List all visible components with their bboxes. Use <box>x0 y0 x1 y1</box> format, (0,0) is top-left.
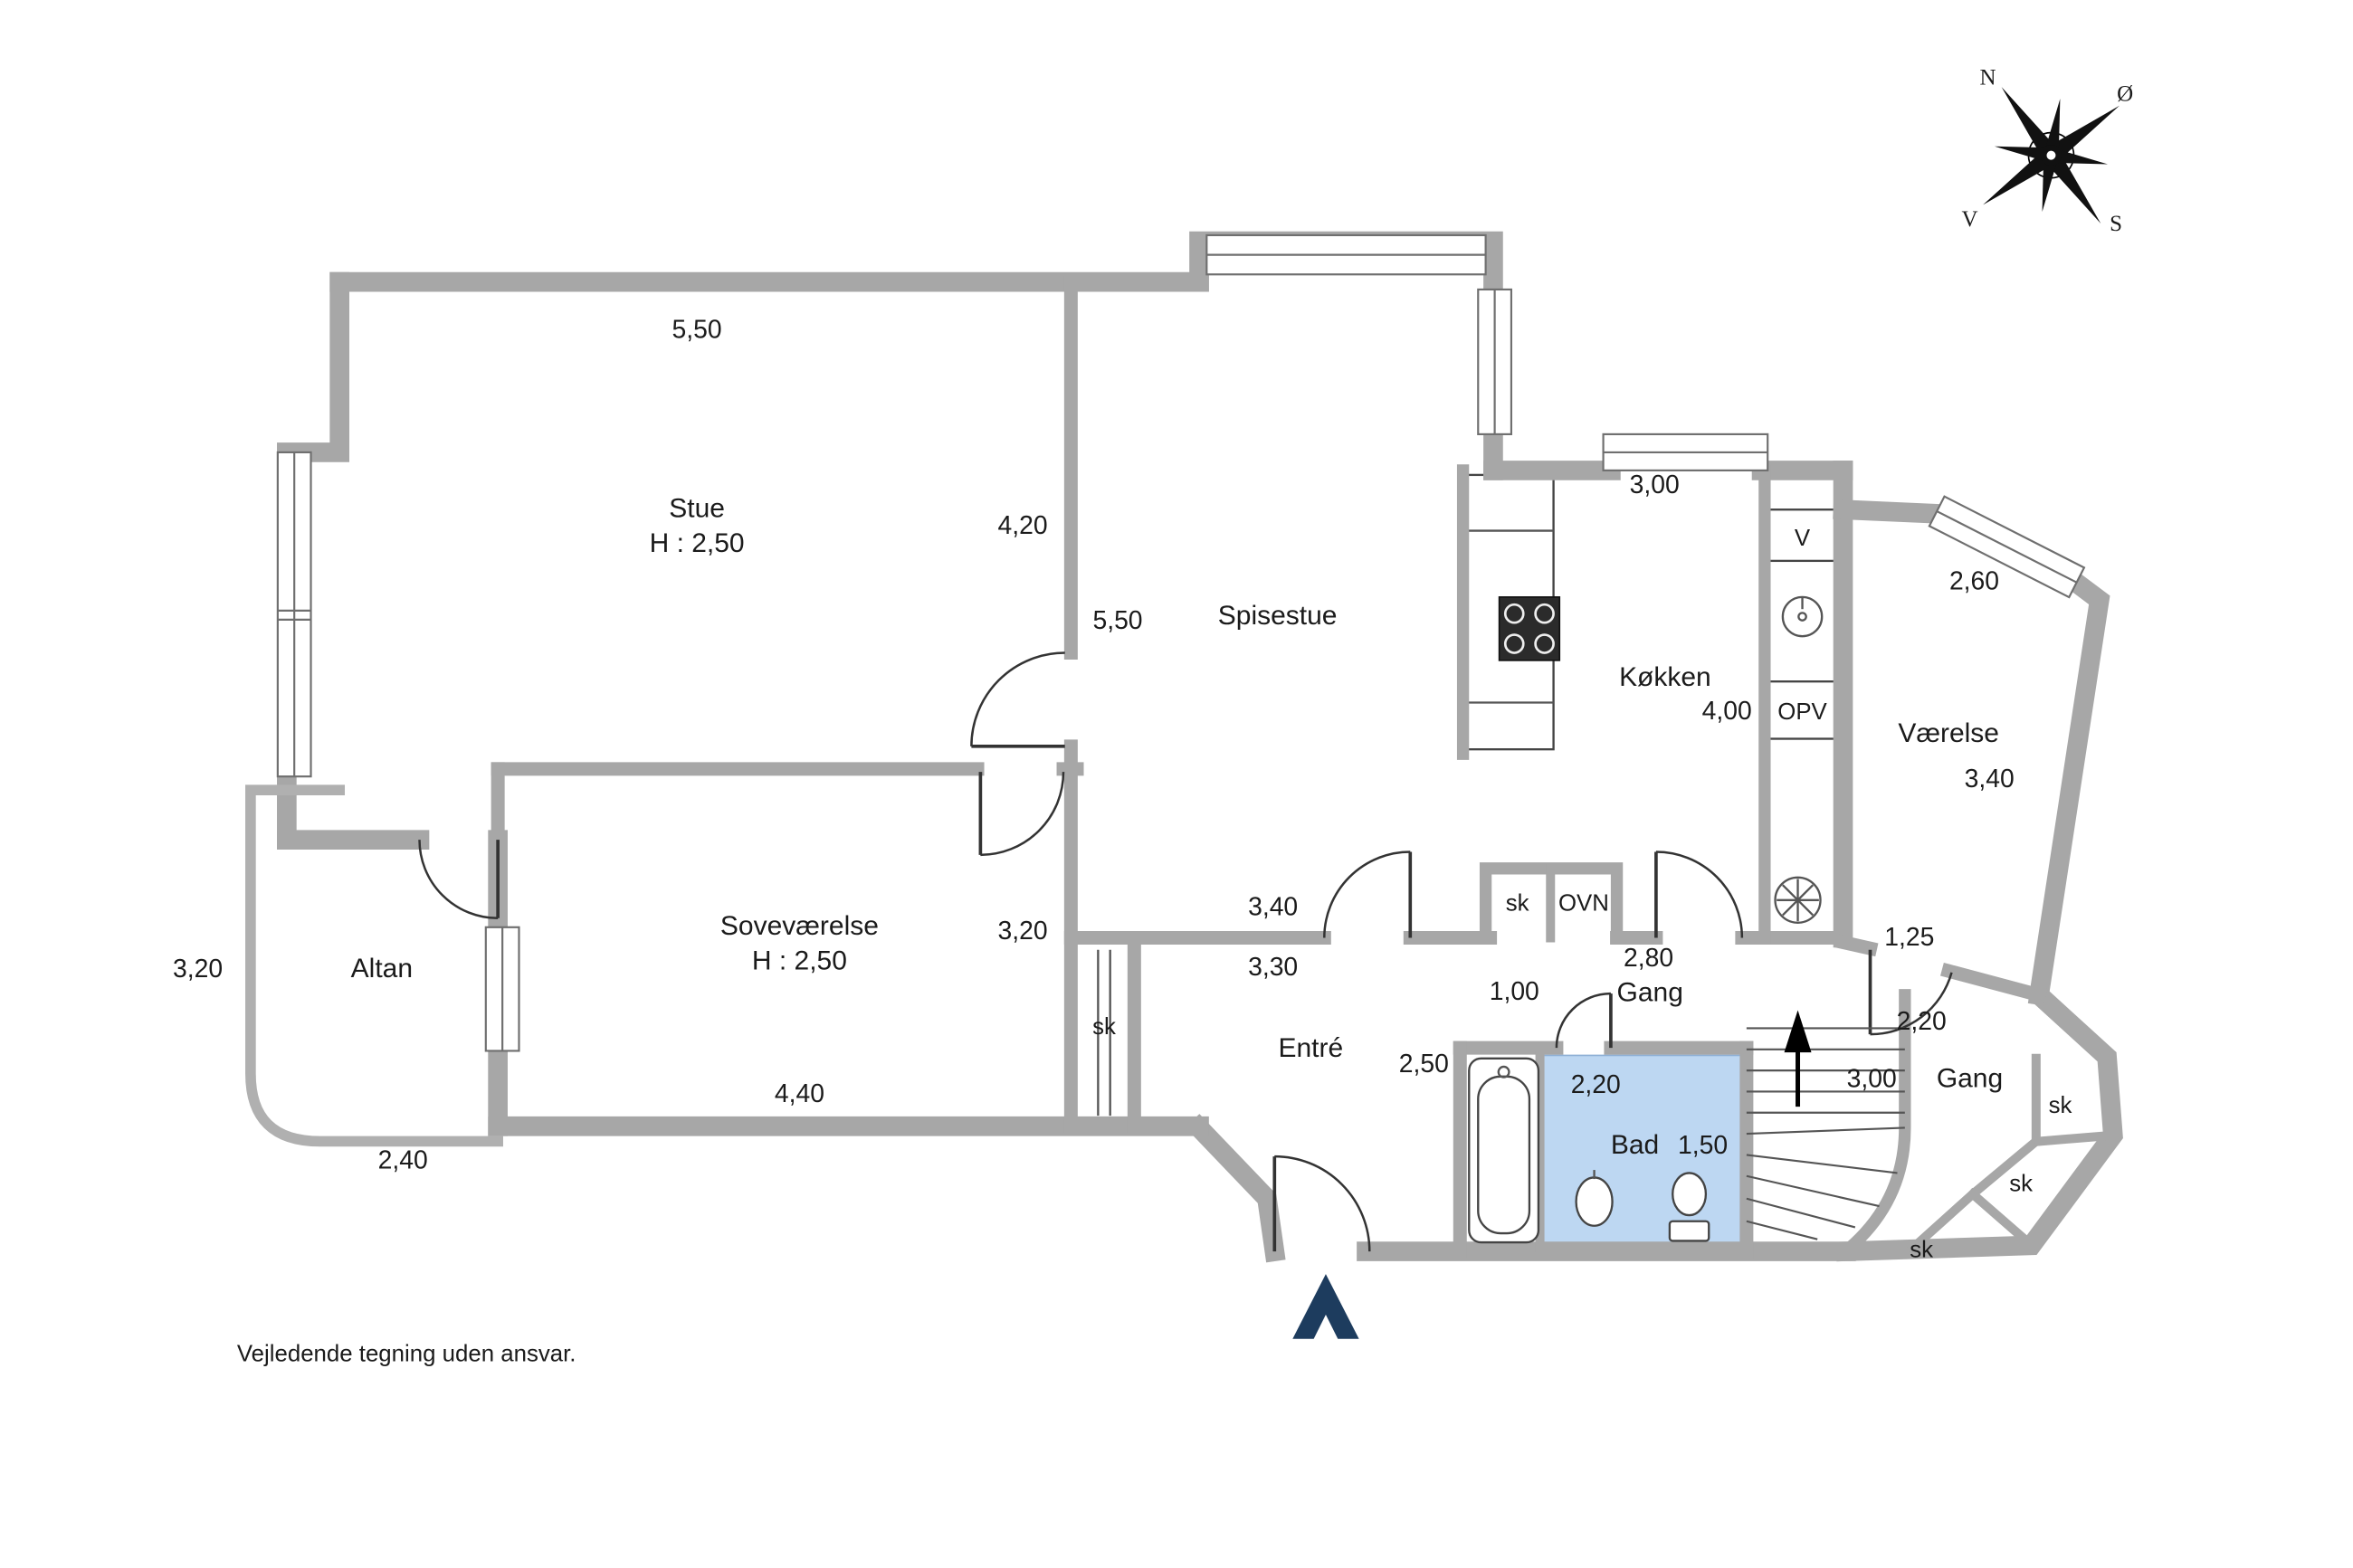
exterior-walls <box>277 231 2123 1263</box>
label-closet-sovevaerelse: sk <box>1092 1014 1116 1040</box>
room-ceiling-sovevaerelse: H : 2,50 <box>752 946 847 975</box>
dim-altan-side: 3,20 <box>173 955 223 984</box>
door-stue-spisestue <box>970 651 1065 748</box>
dim-vaerelse-side: 3,40 <box>1965 765 2015 794</box>
room-labels: Stue H : 2,50 Spisestue Køkken Værelse S… <box>351 494 2004 1160</box>
dim-altan-bottom: 2,40 <box>378 1145 428 1174</box>
room-label-bad: Bad <box>1611 1130 1659 1160</box>
room-label-entre: Entré <box>1278 1033 1343 1063</box>
door-vaerelse <box>1868 949 1953 1036</box>
interior-walls <box>491 275 2048 1259</box>
dim-gang-hojre: 2,20 <box>1897 1007 1947 1036</box>
label-closet-right-1: sk <box>2049 1093 2072 1118</box>
fixture-labels: V OPV OVN sk sk sk sk sk <box>1092 526 2072 1263</box>
window-spisestue-east <box>1477 288 1513 435</box>
appliance-column <box>1767 508 1837 924</box>
window-spisestue-bay <box>1205 233 1487 276</box>
dim-kokken-top: 3,00 <box>1630 470 1680 499</box>
door-stue-sovevaerelse <box>978 772 1065 857</box>
washbasin-icon <box>1575 1170 1614 1227</box>
label-ventilation: V <box>1795 526 1811 551</box>
dim-entre-top-inner: 3,30 <box>1248 953 1298 982</box>
dim-entre-width: 2,50 <box>1399 1050 1449 1079</box>
room-label-kokken: Køkken <box>1619 662 1711 692</box>
altan-railing <box>245 784 503 1147</box>
toilet-icon <box>1668 1172 1710 1242</box>
entry-arrow-icon <box>1292 1274 1359 1339</box>
bathroom-floor <box>1542 1054 1745 1250</box>
label-oven: OVN <box>1558 890 1609 916</box>
staircase <box>1746 1010 1905 1240</box>
ventilation-box <box>1767 508 1837 563</box>
dim-kokken-side: 4,00 <box>1702 697 1752 726</box>
room-label-vaerelse: Værelse <box>1898 718 1999 748</box>
label-closet-right-2: sk <box>2009 1171 2033 1196</box>
round-sink-icon <box>1781 595 1824 638</box>
dimension-labels: 5,50 4,20 5,50 3,00 2,60 4,00 3,40 3,20 … <box>173 315 2015 1174</box>
dim-stue-top: 5,50 <box>672 315 722 344</box>
dim-gang-length: 2,80 <box>1624 944 1673 973</box>
door-entre-spisestue <box>1323 851 1413 938</box>
dim-gang-passage: 1,00 <box>1490 977 1539 1006</box>
dim-vaerelse-top: 2,60 <box>1949 567 1999 596</box>
dim-bad-width: 1,50 <box>1678 1131 1728 1160</box>
room-label-spisestue: Spisestue <box>1218 601 1338 631</box>
compass-w: V <box>1961 207 1977 232</box>
compass-n: N <box>1979 65 1996 90</box>
compass-s: S <box>2110 212 2122 236</box>
stove-icon <box>1498 596 1561 661</box>
door-altan <box>418 840 500 920</box>
room-label-gang-kokken: Gang <box>1617 977 1683 1007</box>
room-label-stue: Stue <box>669 494 725 524</box>
disclaimer-text: Vejledende tegning uden ansvar. <box>237 1342 576 1367</box>
dishwasher-box <box>1767 680 1837 740</box>
compass-rose: N Ø V S <box>1961 65 2133 236</box>
dim-bad-top: 2,20 <box>1571 1070 1621 1099</box>
label-closet-right-3: sk <box>1910 1238 1933 1263</box>
room-label-altan: Altan <box>351 954 413 984</box>
dim-sovevaerelse-right: 3,20 <box>997 917 1047 946</box>
dim-vaerelse-door: 1,25 <box>1884 923 1934 952</box>
label-dishwasher: OPV <box>1777 699 1827 725</box>
doors <box>418 651 1953 1252</box>
dim-spisestue-left: 5,50 <box>1092 606 1142 635</box>
fan-icon <box>1774 876 1822 924</box>
windows <box>276 233 2086 1052</box>
closet-rails <box>1097 949 1111 1117</box>
room-label-gang-hojre: Gang <box>1937 1063 2003 1093</box>
room-label-sovevaerelse: Soveværelse <box>720 911 879 941</box>
window-kokken-north <box>1602 432 1769 471</box>
compass-e: Ø <box>2117 82 2133 107</box>
label-closet-niche: sk <box>1506 890 1529 916</box>
window-vaerelse <box>1928 495 2086 599</box>
bathtub-icon <box>1468 1057 1540 1244</box>
stairs-up-arrow-icon <box>1784 1010 1812 1107</box>
dim-entre-top: 3,40 <box>1248 892 1298 921</box>
interior-walls-thin <box>1456 464 1911 1258</box>
door-entrance <box>1272 1155 1371 1252</box>
door-gang-kokken <box>1654 851 1744 938</box>
window-sovevaerelse-west <box>484 926 520 1052</box>
window-stue-west <box>276 451 312 778</box>
door-bad <box>1555 992 1613 1049</box>
dim-stue-right: 4,20 <box>997 511 1047 540</box>
dim-sovevaerelse-bottom: 4,40 <box>775 1079 824 1108</box>
closet-partitions <box>1535 863 2119 1255</box>
room-ceiling-stue: H : 2,50 <box>650 528 745 558</box>
dim-stairs: 3,00 <box>1847 1064 1897 1093</box>
